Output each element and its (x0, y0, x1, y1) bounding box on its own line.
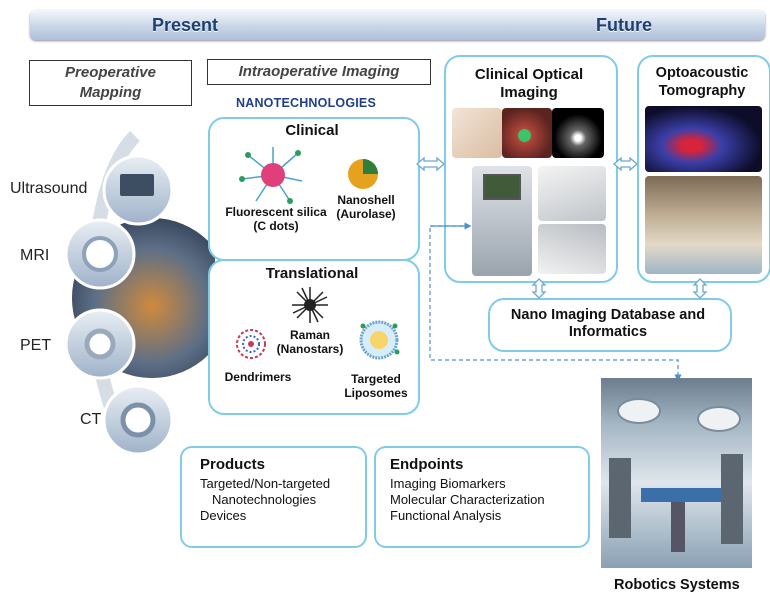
products-item-devices: Devices (200, 508, 247, 523)
optoacoustic-operating-room-photo (645, 176, 762, 274)
optoacoustic-tomography-title: Optoacoustic Tomography (655, 65, 749, 99)
optical-optoacoustic-double-arrow (613, 156, 638, 172)
nanoshell-label: Nanoshell (Aurolase) (336, 193, 396, 221)
robotics-systems-photo (601, 378, 752, 568)
modality-pet: PET (20, 337, 52, 354)
nanotechnologies-heading: NANOTECHNOLOGIES (236, 96, 377, 110)
preoperative-mapping-label: Preoperative Mapping (65, 64, 156, 101)
table-pedestal (671, 502, 685, 552)
nano-imaging-database-title: Nano Imaging Database and Informatics (510, 307, 706, 340)
endpoints-box (374, 446, 590, 548)
optical-database-double-arrow (531, 278, 547, 299)
optical-image-tissue (502, 108, 552, 158)
modality-ultrasound: Ultrasound (10, 180, 88, 197)
endpoints-item-biomarkers: Imaging Biomarkers (390, 476, 506, 491)
dashed-robotics-arrow (429, 225, 682, 382)
clinical-box (208, 117, 420, 261)
dendrimer-particle-icon (236, 329, 266, 359)
endpoints-item-functional: Functional Analysis (390, 508, 502, 523)
endpoints-item-molecular: Molecular Characterization (390, 492, 545, 507)
modality-mri: MRI (20, 247, 50, 264)
nanoshell-particle-icon (348, 159, 378, 189)
timeline-present-label: Present (152, 15, 219, 35)
clinical-optical-imaging-title: Clinical Optical Imaging (474, 66, 584, 101)
nano-imaging-database-box (488, 298, 732, 352)
endoscope-probe-photo (538, 224, 606, 274)
operating-table (641, 488, 721, 502)
optoacoustic-database-double-arrow (692, 278, 708, 299)
translational-title: Translational (265, 265, 359, 282)
nanostar-particle-icon (292, 287, 328, 323)
liposome-particle-icon (359, 320, 400, 360)
fluorescent-silica-particle-icon (239, 147, 303, 204)
handheld-probe-photo (538, 166, 606, 221)
robot-arm-right (721, 454, 743, 544)
products-item-targeted: Targeted/Non-targeted (200, 476, 331, 491)
optical-image-fluorescence (552, 108, 604, 158)
clinical-optical-double-arrow (416, 156, 445, 172)
raman-nanostars-label: Raman (Nanostars) (276, 328, 344, 356)
robot-arm-left (609, 458, 631, 538)
timeline-future-label: Future (596, 15, 652, 35)
preoperative-mapping-box: Preoperative Mapping (29, 60, 192, 106)
optical-image-sketch (452, 108, 502, 158)
surgical-light-right (697, 406, 741, 432)
intraoperative-imaging-label: Intraoperative Imaging (238, 63, 400, 80)
products-item-nanotechnologies: Nanotechnologies (212, 492, 317, 507)
timeline-bar (30, 10, 765, 40)
surgical-light-left (617, 398, 661, 424)
optical-system-monitor (483, 174, 521, 200)
modality-ct: CT (80, 411, 102, 428)
dendrimers-label: Dendrimers (224, 370, 292, 384)
intraoperative-imaging-box: Intraoperative Imaging (207, 59, 431, 85)
targeted-liposomes-label: Targeted Liposomes (344, 372, 408, 400)
products-box (180, 446, 367, 548)
products-title: Products (200, 456, 266, 473)
modality-arc-graphic (64, 131, 215, 456)
fluorescent-silica-label: Fluorescent silica (C dots) (225, 205, 327, 233)
endpoints-title: Endpoints (390, 456, 464, 473)
robotics-systems-label: Robotics Systems (614, 577, 740, 593)
clinical-title: Clinical (285, 122, 339, 139)
optoacoustic-scan-image (645, 106, 762, 172)
